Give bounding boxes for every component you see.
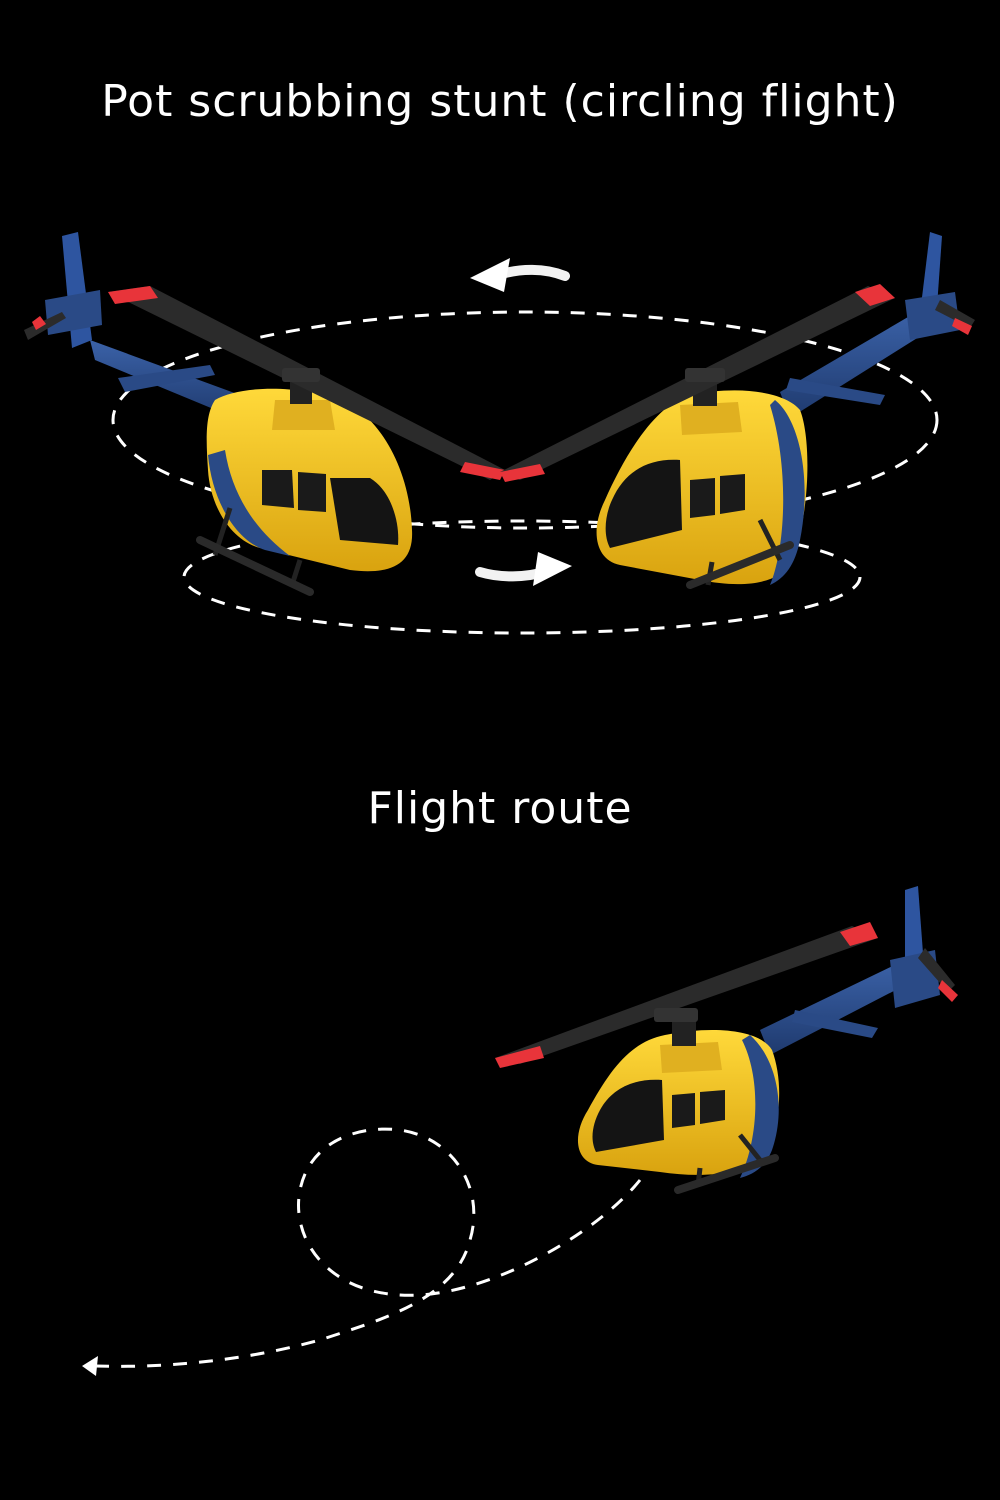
orbit-path-lower	[182, 519, 862, 635]
flight-route-title: Flight route	[367, 783, 633, 834]
arrow-left-icon	[470, 258, 570, 292]
stunt-illustration	[24, 232, 975, 635]
stunt-title: Pot scrubbing stunt (circling flight)	[101, 76, 899, 127]
helicopter-route-image	[495, 886, 958, 1194]
helicopter-left-image	[24, 232, 505, 596]
route-arrowhead-icon	[82, 1356, 98, 1376]
route-path	[94, 1127, 642, 1368]
orbit-path-upper	[111, 310, 939, 530]
arrow-right-icon	[475, 552, 572, 586]
flight-route-illustration	[82, 886, 958, 1376]
helicopter-right-image	[500, 232, 975, 589]
